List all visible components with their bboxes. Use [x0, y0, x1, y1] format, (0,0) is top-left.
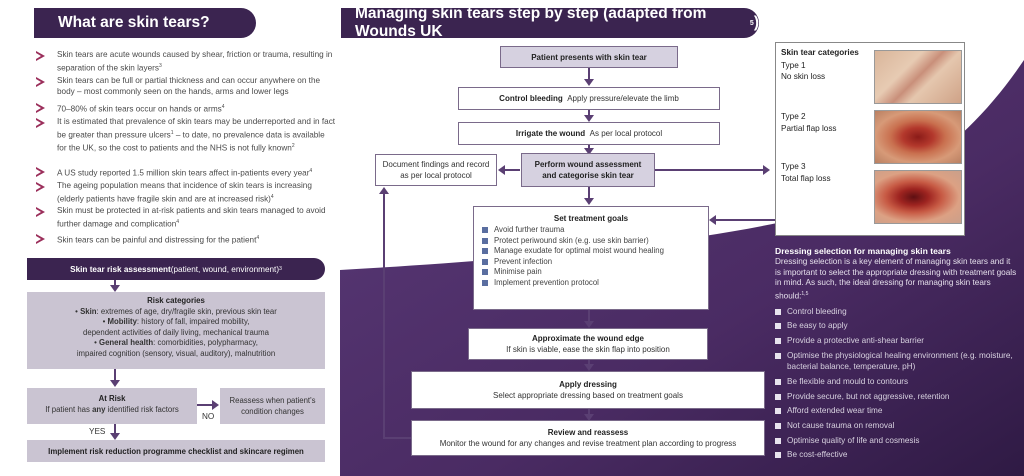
square-bullet-icon: [482, 248, 488, 255]
bullet-item: Skin tears can be full or partial thickn…: [36, 76, 336, 98]
dressing-item: Optimise the physiological healing envir…: [775, 351, 1015, 372]
square-bullet-icon: [775, 323, 781, 329]
bullet-arrow-icon: [36, 234, 45, 244]
goal-item: Manage exudate for optimal moist wound h…: [482, 246, 664, 257]
reassess-box: Reassess when patient's condition change…: [220, 388, 325, 424]
goal-item: Prevent infection: [482, 257, 552, 268]
risk-categories-box: Risk categories • Skin: extremes of age,…: [27, 292, 325, 369]
category-type: Type 3: [781, 162, 806, 171]
square-bullet-icon: [775, 394, 781, 400]
implement-box: Implement risk reduction programme check…: [27, 440, 325, 462]
category-desc: Partial flap loss: [781, 124, 837, 133]
no-label: NO: [202, 412, 215, 421]
control-bleeding-box: Control bleeding Apply pressure/elevate …: [458, 87, 720, 110]
dressing-intro: Dressing selection is a key element of m…: [775, 257, 1017, 301]
square-bullet-icon: [775, 408, 781, 414]
square-bullet-icon: [482, 237, 488, 244]
treatment-goals-box: Set treatment goals Avoid further trauma…: [473, 206, 709, 310]
type-2-wound-image: [874, 110, 962, 164]
square-bullet-icon: [775, 438, 781, 444]
bullet-arrow-icon: [36, 167, 45, 177]
left-section-title: What are skin tears?: [34, 8, 256, 38]
category-desc: No skin loss: [781, 72, 826, 81]
document-findings-box: Document findings and record as per loca…: [375, 154, 497, 186]
dressing-item: Be easy to apply: [775, 321, 1015, 332]
dressing-item: Be flexible and mould to contours: [775, 377, 1015, 388]
bullet-item: Skin tears are acute wounds caused by sh…: [36, 50, 336, 74]
bullet-arrow-icon: [36, 77, 45, 87]
categories-title: Skin tear categories: [781, 48, 859, 57]
bullet-item: 70–80% of skin tears occur on hands or a…: [36, 102, 336, 116]
goal-item: Implement prevention protocol: [482, 278, 599, 289]
bullet-item: The ageing population means that inciden…: [36, 181, 336, 205]
category-type: Type 2: [781, 112, 806, 121]
right-section-title: Managing skin tears step by step (adapte…: [341, 5, 759, 40]
square-bullet-icon: [775, 338, 781, 344]
dressing-item: Afford extended wear time: [775, 406, 1015, 417]
dressing-item: Not cause trauma on removal: [775, 421, 1015, 432]
patient-presents-box: Patient presents with skin tear: [500, 46, 678, 68]
yes-label: YES: [89, 427, 106, 436]
irrigate-box: Irrigate the wound As per local protocol: [458, 122, 720, 145]
goal-item: Protect periwound skin (e.g. use skin ba…: [482, 236, 649, 247]
type-1-wound-image: [874, 50, 962, 104]
bullet-item: It is estimated that prevalence of skin …: [36, 117, 336, 155]
dressing-item: Provide secure, but not aggressive, rete…: [775, 392, 1015, 403]
square-bullet-icon: [482, 269, 488, 276]
bullet-arrow-icon: [36, 207, 45, 217]
square-bullet-icon: [775, 353, 781, 359]
goal-item: Minimise pain: [482, 267, 542, 278]
square-bullet-icon: [775, 423, 781, 429]
bullet-item: Skin must be protected in at-risk patien…: [36, 206, 336, 230]
bullet-item: Skin tears can be painful and distressin…: [36, 233, 336, 247]
dressing-item: Be cost-effective: [775, 450, 1015, 461]
category-type: Type 1: [781, 61, 806, 70]
bullet-arrow-icon: [36, 103, 45, 113]
dressing-item: Provide a protective anti-shear barrier: [775, 336, 1015, 347]
goal-item: Avoid further trauma: [482, 225, 565, 236]
wound-assessment-box: Perform wound assessment and categorise …: [521, 153, 655, 187]
bullet-arrow-icon: [36, 118, 45, 128]
type-3-wound-image: [874, 170, 962, 224]
at-risk-box: At Risk If patient has any identified ri…: [27, 388, 197, 424]
square-bullet-icon: [482, 279, 488, 286]
category-desc: Total flap loss: [781, 174, 831, 183]
risk-assessment-header: Skin tear risk assessment (patient, woun…: [27, 258, 325, 280]
dressing-item: Control bleeding: [775, 307, 1015, 318]
dressing-title: Dressing selection for managing skin tea…: [775, 246, 951, 256]
dressing-item: Optimise quality of life and cosmesis: [775, 436, 1015, 447]
square-bullet-icon: [482, 227, 488, 234]
square-bullet-icon: [482, 258, 488, 265]
square-bullet-icon: [775, 309, 781, 315]
square-bullet-icon: [775, 452, 781, 458]
square-bullet-icon: [775, 379, 781, 385]
bullet-arrow-icon: [36, 182, 45, 192]
bullet-arrow-icon: [36, 51, 45, 61]
bullet-item: A US study reported 1.5 million skin tea…: [36, 166, 336, 180]
